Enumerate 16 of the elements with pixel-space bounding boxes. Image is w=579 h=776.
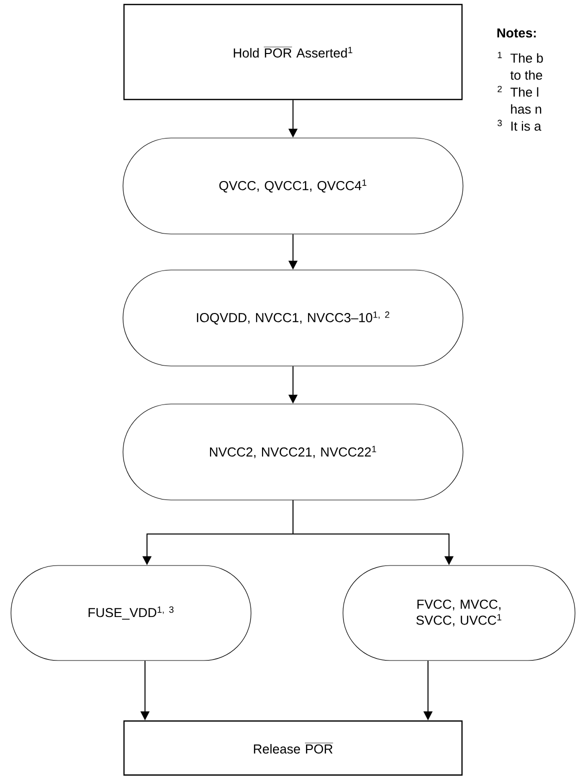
footnote-number: 2	[498, 86, 502, 92]
note-text: has n	[511, 104, 542, 114]
notes-heading: Notes:	[497, 28, 536, 38]
footnote-number: 3	[498, 120, 502, 126]
note-text: to the	[510, 70, 542, 80]
rounded-box: IOQVDD, NVCC1, NVCC3–10$^{1, 2}$	[122, 270, 464, 366]
process-box: Hold POR Asserted$^{1}$	[123, 4, 463, 100]
rounded-box: NVCC2, NVCC21, NVCC22$^{1}$	[122, 404, 464, 500]
rounded-box: FVCC, MVCC, SVCC, UVCC$^{1}$	[342, 565, 576, 661]
rounded-box: FUSE_VDD$^{1, 3}$	[10, 565, 252, 661]
note-text: It is a	[511, 121, 542, 131]
process-box: Release POR	[123, 720, 463, 776]
note-text: The l	[510, 87, 538, 97]
footnote-number: 1	[498, 52, 502, 58]
note-text: The b	[510, 53, 543, 63]
rounded-box: QVCC, QVCC1, QVCC4$^{1}$	[122, 138, 464, 234]
